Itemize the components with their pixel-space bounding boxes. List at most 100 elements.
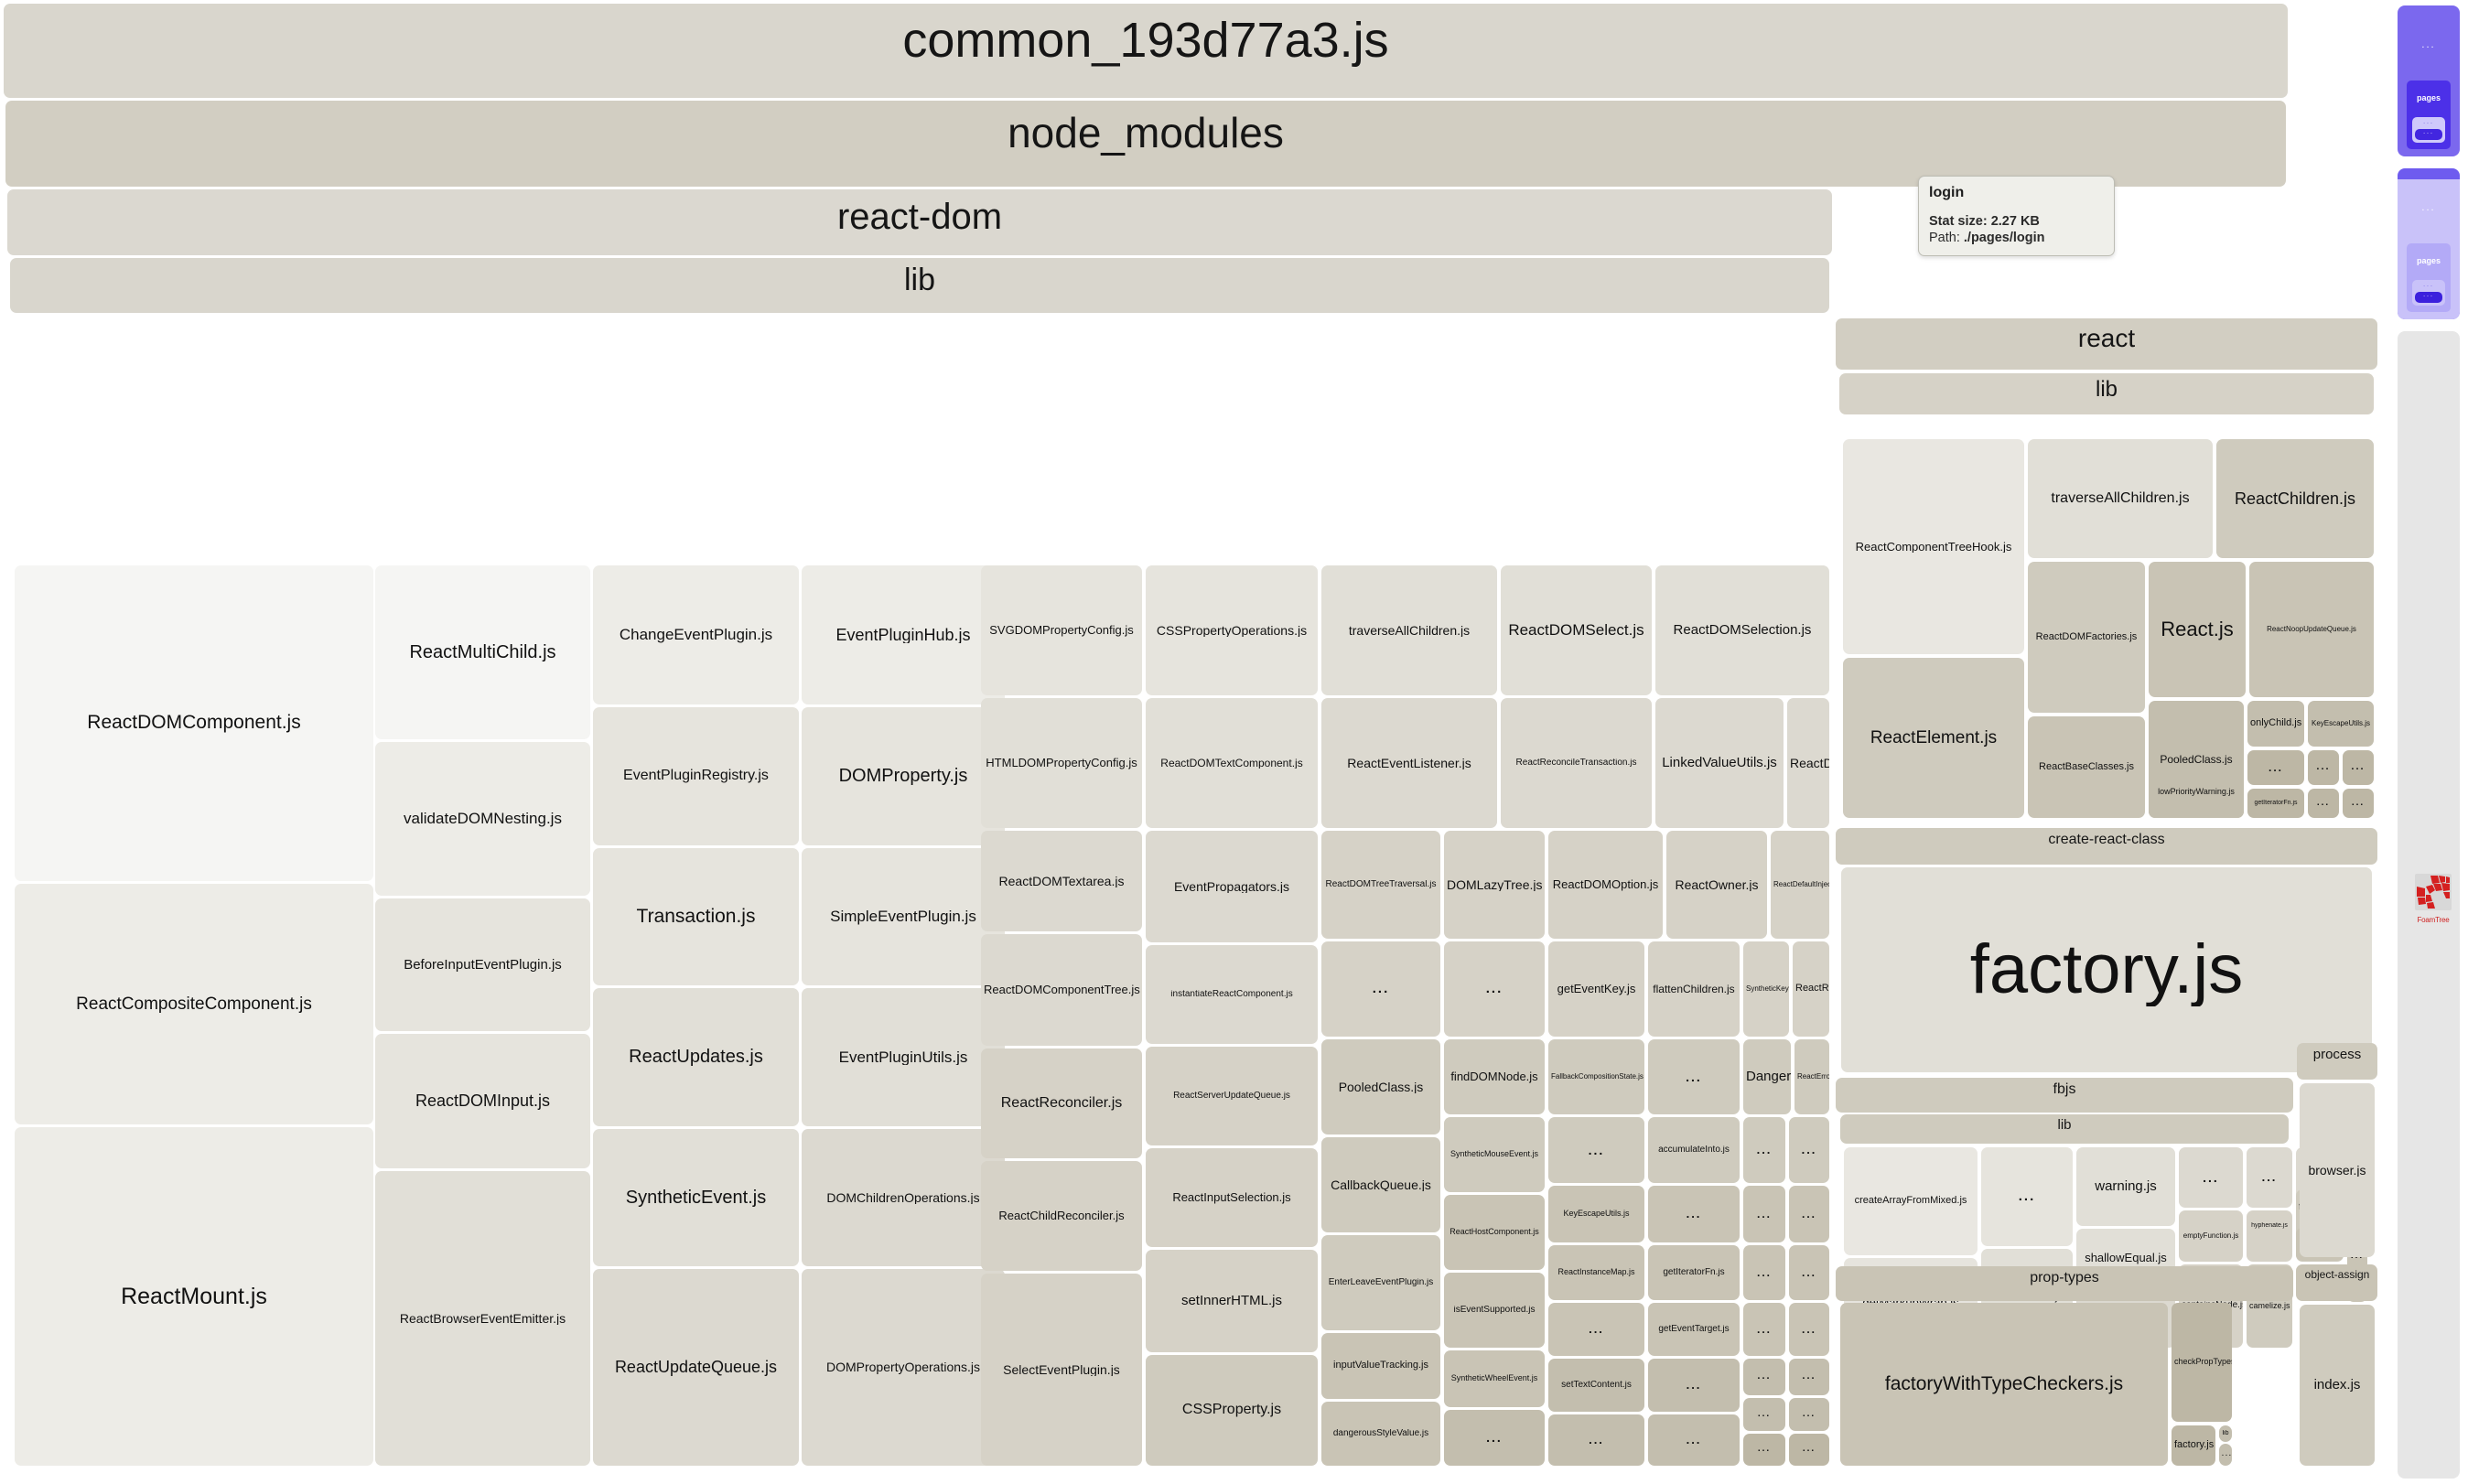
treemap-leaf[interactable]: DOMPropertyOperations.js	[802, 1269, 1005, 1466]
treemap-leaf[interactable]: CSSPropertyOperations.js	[1146, 565, 1318, 695]
treemap-leaf[interactable]: ...	[1548, 1414, 1644, 1466]
treemap-leaf[interactable]: ReactHostComponent.js	[1444, 1195, 1545, 1270]
chunk-inner-sub2[interactable]: ...	[2415, 129, 2442, 140]
treemap-leaf[interactable]: onlyChild.js	[2247, 701, 2304, 747]
treemap-group[interactable]: lib	[1839, 373, 2374, 414]
treemap-leaf[interactable]: warning.js	[2076, 1147, 2175, 1226]
treemap-group[interactable]: common_193d77a3.js	[4, 4, 2288, 98]
treemap-leaf[interactable]: ReactDOM.js	[1787, 698, 1829, 828]
treemap-leaf[interactable]: ...	[1648, 1359, 1740, 1412]
treemap-leaf[interactable]: ...	[1321, 941, 1440, 1037]
treemap-leaf[interactable]: ReactDOMComponentTree.js	[981, 934, 1142, 1046]
treemap-leaf[interactable]: ReactDOMComponent.js	[15, 565, 373, 881]
treemap-leaf[interactable]: ...	[1743, 1117, 1785, 1183]
treemap-leaf[interactable]: hyphenate.js	[2247, 1212, 2292, 1240]
treemap-group[interactable]: lib	[1840, 1114, 2289, 1144]
treemap-leaf[interactable]: ReactCompositeComponent.js	[15, 884, 373, 1124]
chunk-inner-sub[interactable]: ... ...	[2412, 280, 2445, 306]
treemap-leaf[interactable]: ...	[1743, 1434, 1785, 1466]
treemap-leaf[interactable]: ReactDOMFactories.js	[2028, 562, 2145, 713]
treemap-leaf[interactable]: ReactDOMInput.js	[375, 1034, 590, 1168]
treemap-leaf[interactable]: EventPropagators.js	[1146, 831, 1318, 942]
treemap-leaf[interactable]: ReactBaseClasses.js	[2028, 716, 2145, 818]
treemap-leaf[interactable]: ...	[1743, 1245, 1785, 1300]
treemap-leaf[interactable]: ReactMultiChild.js	[375, 565, 590, 739]
treemap-leaf[interactable]: ...	[2247, 750, 2304, 785]
treemap-leaf[interactable]: ReactUpdates.js	[593, 988, 799, 1126]
treemap-leaf[interactable]: ReactDefaultInjection.js	[1771, 831, 1829, 939]
treemap-leaf[interactable]: ...	[1789, 1117, 1829, 1183]
treemap-leaf[interactable]: ...	[1444, 941, 1545, 1037]
treemap-leaf[interactable]: ...	[1743, 1186, 1785, 1242]
treemap-leaf[interactable]: KeyEscapeUtils.js	[2308, 701, 2374, 747]
treemap-leaf[interactable]: createArrayFromMixed.js	[1844, 1147, 1978, 1255]
treemap-leaf[interactable]: instantiateReactComponent.js	[1146, 945, 1318, 1044]
treemap-leaf[interactable]: SyntheticEvent.js	[593, 1129, 799, 1266]
treemap-leaf[interactable]: checkPropTypes.js	[2172, 1303, 2232, 1422]
treemap-leaf[interactable]: DOMLazyTree.js	[1444, 831, 1545, 939]
treemap-leaf[interactable]: factory.js	[2172, 1425, 2215, 1466]
treemap-leaf[interactable]: inputValueTracking.js	[1321, 1333, 1440, 1399]
treemap-leaf[interactable]: DOMProperty.js	[802, 707, 1005, 845]
treemap-leaf[interactable]: accumulateInto.js	[1648, 1117, 1740, 1183]
treemap-leaf[interactable]: CSSProperty.js	[1146, 1355, 1318, 1466]
treemap-leaf[interactable]: ReactComponentTreeHook.js	[1843, 439, 2024, 654]
treemap-group[interactable]: react-dom	[7, 189, 1832, 255]
treemap-leaf[interactable]: emptyFunction.js	[2179, 1210, 2243, 1262]
treemap-leaf[interactable]: ReactDOMTreeTraversal.js	[1321, 831, 1440, 939]
treemap-leaf[interactable]: BeforeInputEventPlugin.js	[375, 898, 590, 1031]
treemap-group[interactable]: create-react-class	[1836, 828, 2377, 865]
treemap-leaf[interactable]: getIteratorFn.js	[2247, 789, 2304, 818]
treemap-leaf[interactable]: KeyEscapeUtils.js	[1548, 1186, 1644, 1242]
treemap-leaf[interactable]: ...	[1743, 1398, 1785, 1431]
treemap-leaf[interactable]: Danger.js	[1743, 1039, 1791, 1114]
treemap-leaf[interactable]: EventPluginHub.js	[802, 565, 1005, 704]
treemap-leaf[interactable]: dangerousStyleValue.js	[1321, 1402, 1440, 1466]
treemap-leaf[interactable]: ReactOwner.js	[1666, 831, 1767, 939]
treemap-leaf[interactable]: ...	[1548, 1303, 1644, 1356]
treemap-group[interactable]: object-assign	[2297, 1264, 2377, 1301]
treemap-group[interactable]: prop-types	[1836, 1266, 2293, 1301]
treemap-leaf[interactable]: SVGDOMPropertyConfig.js	[981, 565, 1142, 695]
chunk-tile-1[interactable]: ... pages ... ...	[2398, 5, 2460, 156]
treemap-leaf[interactable]: ReactServerUpdateQueue.js	[1146, 1047, 1318, 1145]
treemap-leaf[interactable]: ...	[1789, 1398, 1829, 1431]
treemap-leaf[interactable]: FallbackCompositionState.js	[1548, 1039, 1644, 1114]
treemap-leaf[interactable]: SyntheticWheelEvent.js	[1444, 1350, 1545, 1407]
treemap-leaf[interactable]: ReactChildren.js	[2216, 439, 2374, 558]
treemap-leaf[interactable]: ...	[2247, 1147, 2292, 1208]
treemap-leaf[interactable]: setTextContent.js	[1548, 1359, 1644, 1412]
chunk-inner-pages[interactable]: pages ... ...	[2407, 243, 2451, 312]
treemap-leaf[interactable]: ReactChildReconciler.js	[981, 1161, 1142, 1271]
treemap-leaf[interactable]: HTMLDOMPropertyConfig.js	[981, 698, 1142, 828]
treemap-leaf[interactable]: DOMChildrenOperations.js	[802, 1129, 1005, 1266]
treemap-leaf[interactable]: ReactDOMSelection.js	[1655, 565, 1829, 695]
treemap-leaf[interactable]: Transaction.js	[593, 848, 799, 985]
treemap-leaf[interactable]: getEventTarget.js	[1648, 1303, 1740, 1356]
treemap-leaf[interactable]: ReactDOMTextComponent.js	[1146, 698, 1318, 828]
treemap-leaf[interactable]: ...	[1648, 1414, 1740, 1466]
treemap-leaf[interactable]: ...	[1648, 1039, 1740, 1114]
treemap-leaf[interactable]: ...	[1789, 1186, 1829, 1242]
treemap-leaf[interactable]: ...	[2343, 789, 2374, 818]
treemap-leaf[interactable]: ChangeEventPlugin.js	[593, 565, 799, 704]
treemap-leaf[interactable]: ReactElement.js	[1843, 658, 2024, 818]
treemap-leaf[interactable]: ReactInputSelection.js	[1146, 1148, 1318, 1247]
treemap-leaf[interactable]: ...	[1743, 1303, 1785, 1356]
treemap-leaf[interactable]: ...	[1789, 1245, 1829, 1300]
treemap-leaf[interactable]: SelectEventPlugin.js	[981, 1274, 1142, 1466]
treemap-leaf[interactable]: ...	[1548, 1117, 1644, 1183]
treemap-leaf[interactable]: lib	[2219, 1425, 2232, 1442]
treemap-leaf[interactable]: ReactDOMSelect.js	[1501, 565, 1652, 695]
treemap-leaf[interactable]: SimpleEventPlugin.js	[802, 848, 1005, 985]
treemap-leaf[interactable]: ReactRef.js	[1793, 941, 1829, 1037]
treemap-leaf[interactable]: lowPriorityWarning.js	[2149, 767, 2244, 818]
treemap-group[interactable]: node_modules	[5, 101, 2286, 187]
treemap-leaf[interactable]: browser.js	[2300, 1083, 2375, 1257]
treemap-leaf[interactable]: factoryWithTypeCheckers.js	[1840, 1303, 2168, 1466]
treemap-leaf[interactable]: validateDOMNesting.js	[375, 742, 590, 896]
treemap-leaf[interactable]: PooledClass.js	[1321, 1039, 1440, 1135]
treemap-leaf[interactable]: getEventKey.js	[1548, 941, 1644, 1037]
treemap-leaf[interactable]: ...	[1789, 1434, 1829, 1466]
treemap-leaf[interactable]: ...	[1789, 1303, 1829, 1356]
